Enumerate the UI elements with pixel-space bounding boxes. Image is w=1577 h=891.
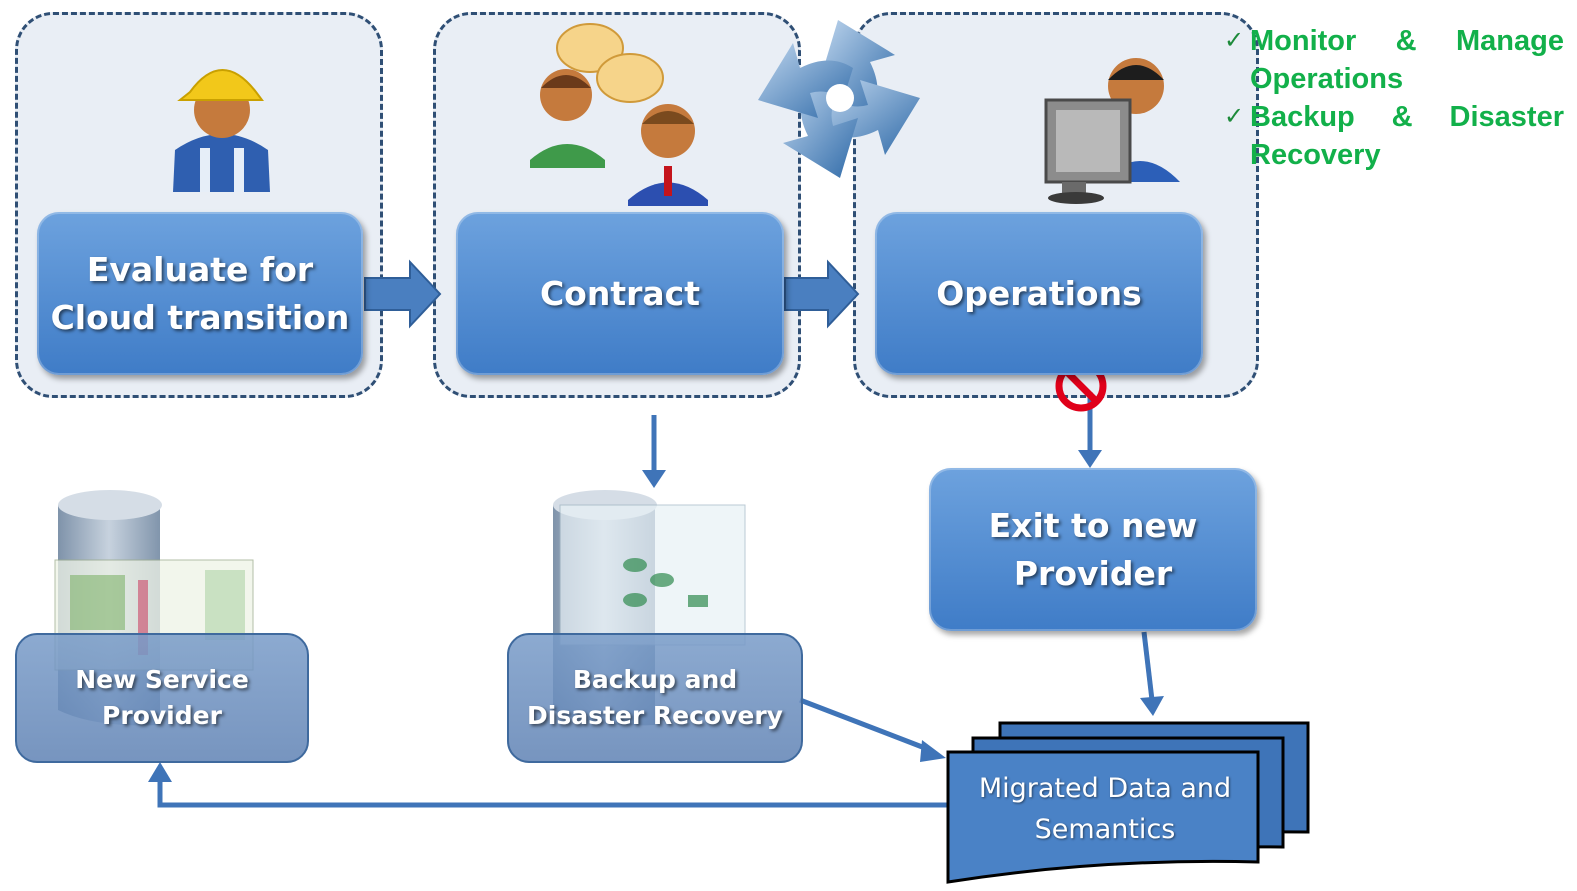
new-provider-line2: Provider	[102, 701, 222, 730]
arrow-evaluate-to-contract	[364, 259, 442, 329]
exit-line2: Provider	[1013, 553, 1173, 593]
arrow-contract-to-backup	[642, 415, 666, 488]
note-backup-text: Backup & Disaster Recovery	[1250, 101, 1564, 171]
migrated-line2: Semantics	[1034, 814, 1176, 845]
exit-line1: Exit to new	[988, 505, 1198, 545]
note-monitor-text: Monitor & Manage Operations	[1250, 25, 1564, 95]
check-icon: ✓	[1224, 103, 1245, 130]
operations-step-box: Operations	[875, 212, 1203, 375]
migrated-data-label: Migrated Data and Semantics	[960, 768, 1250, 850]
meeting-icon	[530, 23, 708, 206]
arrow-exit-to-migrated	[1140, 631, 1164, 716]
backup-box: Backup and Disaster Recovery	[507, 633, 803, 763]
note-backup: ✓ Backup & Disaster Recovery	[1224, 98, 1564, 174]
check-icon: ✓	[1224, 27, 1245, 54]
contract-label: Contract	[539, 273, 701, 313]
worker-icon	[173, 69, 270, 192]
operations-notes: ✓ Monitor & Manage Operations ✓ Backup &…	[1224, 22, 1564, 174]
arrow-migrated-to-new-provider	[148, 762, 950, 808]
cycle-icon	[758, 20, 920, 178]
new-provider-box: New Service Provider	[15, 633, 309, 763]
arrow-contract-to-operations	[784, 259, 860, 329]
note-monitor: ✓ Monitor & Manage Operations	[1224, 22, 1564, 98]
new-provider-line1: New Service	[75, 665, 249, 694]
evaluate-step-box: Evaluate for Cloud transition	[37, 212, 363, 375]
exit-step-box: Exit to new Provider	[929, 468, 1257, 631]
operator-icon	[1044, 58, 1180, 204]
backup-line2: Disaster Recovery	[527, 701, 783, 730]
backup-line1: Backup and	[572, 665, 738, 694]
evaluate-line2: Cloud transition	[50, 297, 350, 337]
migrated-line1: Migrated Data and	[978, 773, 1232, 804]
arrow-operations-to-exit	[1078, 392, 1102, 468]
document-stack-icon	[946, 721, 1310, 884]
arrow-backup-to-migrated	[799, 697, 946, 762]
contract-step-box: Contract	[456, 212, 784, 375]
operations-label: Operations	[936, 273, 1142, 313]
evaluate-line1: Evaluate for	[86, 249, 314, 289]
